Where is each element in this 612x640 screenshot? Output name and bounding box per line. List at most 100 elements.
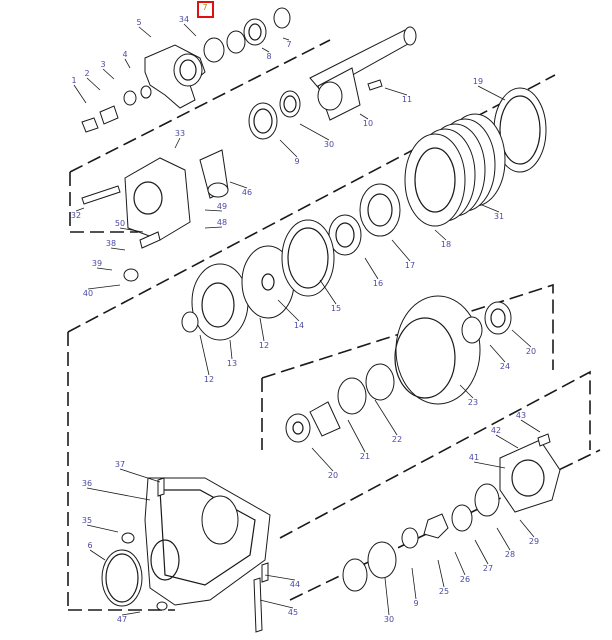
leader-line-41 [473, 461, 506, 469]
callout-label-7: 7 [286, 40, 291, 49]
leader-line-45 [259, 599, 294, 609]
bracket-group [81, 149, 229, 282]
callout-label-36: 36 [82, 479, 92, 488]
leader-line-43 [520, 419, 541, 433]
gear-group [285, 295, 512, 443]
callout-label-37: 37 [115, 460, 125, 469]
callout-label-20: 20 [328, 471, 338, 480]
callout-label-3: 3 [100, 60, 105, 69]
callout-label-13: 13 [227, 359, 237, 368]
callout-label-27: 27 [483, 564, 493, 573]
leader-line-29 [519, 519, 535, 538]
leader-line-1 [73, 84, 87, 104]
housing-group [101, 477, 271, 633]
leader-line-26 [454, 551, 466, 576]
clutch-pack [328, 87, 547, 256]
callout-label-29: 29 [529, 537, 539, 546]
callout-label-9: 9 [294, 157, 299, 166]
callout-label-15: 15 [331, 304, 341, 313]
leader-line-10 [359, 113, 369, 120]
callout-label-32: 32 [71, 211, 81, 220]
leader-line-24 [489, 344, 506, 363]
callout-label-23: 23 [468, 398, 478, 407]
callout-label-43: 43 [516, 411, 526, 420]
leader-line-47 [121, 611, 141, 616]
callout-label-35: 35 [82, 516, 92, 525]
callout-label-19: 19 [473, 77, 483, 86]
leader-line-22 [374, 399, 398, 436]
leader-line-27 [474, 539, 489, 565]
callout-label-30: 30 [324, 140, 334, 149]
callout-label-2: 2 [84, 69, 89, 78]
callout-label-20: 20 [526, 347, 536, 356]
leader-lines [73, 23, 541, 616]
callout-label-31: 31 [494, 212, 504, 221]
callout-label-40: 40 [83, 289, 93, 298]
callout-label-8: 8 [266, 52, 271, 61]
leader-line-30 [384, 577, 390, 616]
leader-line-31 [481, 204, 500, 213]
callout-label-18: 18 [441, 240, 451, 249]
callout-label-42: 42 [491, 426, 501, 435]
callout-label-highlighted: 7 [202, 3, 207, 12]
callout-label-44: 44 [290, 580, 300, 589]
callout-label-14: 14 [294, 321, 304, 330]
leader-line-20 [511, 329, 532, 348]
leader-line-37 [119, 468, 161, 483]
callout-label-26: 26 [460, 575, 470, 584]
leader-line-23 [459, 384, 474, 399]
cover-group [342, 433, 561, 592]
leader-line-32 [75, 207, 85, 212]
leader-line-12 [199, 334, 210, 376]
leader-line-21 [347, 419, 366, 453]
callout-label-5: 5 [136, 18, 141, 27]
leader-line-30 [299, 123, 330, 141]
leader-line-11 [384, 87, 408, 96]
callout-label-12: 12 [204, 375, 214, 384]
leader-line-13 [229, 339, 233, 360]
highlight-box [197, 1, 214, 18]
callout-label-47: 47 [117, 615, 127, 624]
leader-line-28 [496, 527, 511, 551]
leader-line-38 [110, 247, 126, 251]
leader-line-35 [86, 524, 119, 533]
callout-label-49: 49 [217, 202, 227, 211]
callout-label-39: 39 [92, 259, 102, 268]
callout-label-24: 24 [500, 362, 510, 371]
leader-line-16 [364, 257, 379, 280]
leader-line-7 [282, 37, 290, 41]
drum-group [181, 219, 335, 341]
leader-line-34 [183, 23, 197, 37]
leader-line-33 [174, 137, 181, 149]
callout-label-38: 38 [106, 239, 116, 248]
leader-line-20 [311, 447, 334, 472]
highlight-callout [197, 1, 214, 18]
leader-line-25 [437, 559, 445, 588]
leader-line-46 [229, 181, 248, 189]
callout-label-6: 6 [87, 541, 92, 550]
leader-line-4 [124, 58, 131, 69]
callout-label-46: 46 [242, 188, 252, 197]
callout-label-28: 28 [505, 550, 515, 559]
callout-label-10: 10 [363, 119, 373, 128]
leader-line-18 [434, 229, 447, 241]
callout-label-22: 22 [392, 435, 402, 444]
callout-label-33: 33 [175, 129, 185, 138]
leader-line-50 [119, 227, 144, 233]
leader-line-44 [264, 574, 296, 581]
leader-line-19 [477, 85, 506, 101]
shaft-group [248, 26, 417, 140]
leader-line-42 [495, 434, 519, 449]
callout-label-48: 48 [217, 218, 227, 227]
callout-label-1: 1 [71, 76, 76, 85]
callout-label-17: 17 [405, 261, 415, 270]
yoke-group [81, 7, 291, 133]
callout-label-12: 12 [259, 341, 269, 350]
leader-line-3 [102, 68, 115, 80]
leader-line-36 [86, 487, 151, 501]
callout-label-9: 9 [413, 599, 418, 608]
leader-line-9 [279, 139, 298, 158]
leader-line-2 [86, 77, 101, 91]
leader-line-49 [204, 209, 223, 212]
